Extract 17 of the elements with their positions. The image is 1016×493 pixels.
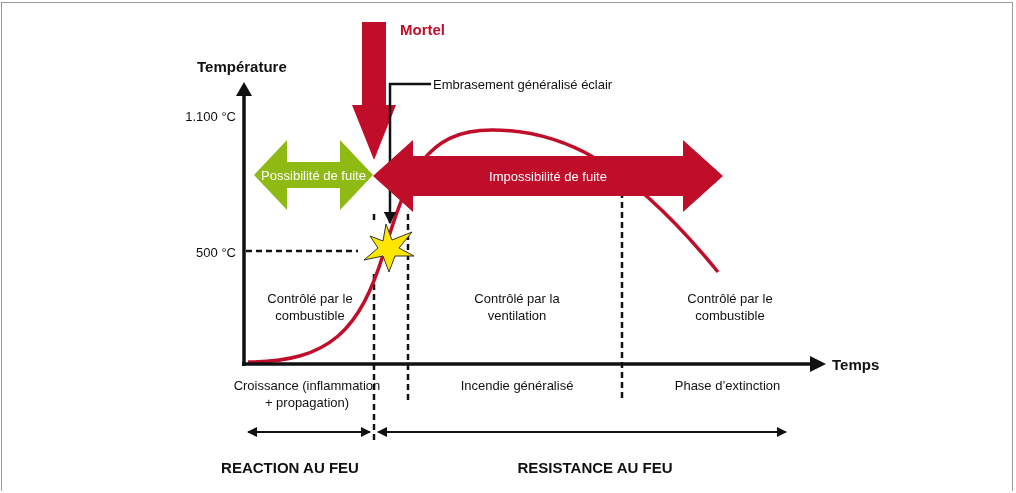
- tick-label: 500 °C: [195, 244, 236, 261]
- tick-label: 1.100 °C: [184, 108, 236, 125]
- zone-label: Contrôlé par le combustible: [686, 290, 774, 324]
- phase-label: Croissance (inflammation + propagation): [232, 377, 382, 411]
- axis-title: Température: [197, 58, 288, 75]
- phase-label: Incendie généralisé: [459, 377, 575, 394]
- warning-label: Mortel: [400, 21, 446, 38]
- phase-label: Phase d’extinction: [673, 377, 782, 394]
- double-arrow: Possibilité de fuite: [254, 140, 373, 210]
- annotation-text: Embrasement généralisé éclair: [433, 74, 643, 94]
- section-label: RESISTANCE AU FEU: [516, 459, 674, 476]
- star-icon: [364, 224, 414, 272]
- section-label: REACTION AU FEU: [220, 459, 360, 476]
- zone-label: Contrôlé par le combustible: [266, 290, 354, 324]
- double-arrow: Impossibilité de fuite: [373, 140, 723, 212]
- zone-label: Contrôlé par la ventilation: [473, 290, 561, 324]
- axis-title: Temps: [832, 356, 881, 373]
